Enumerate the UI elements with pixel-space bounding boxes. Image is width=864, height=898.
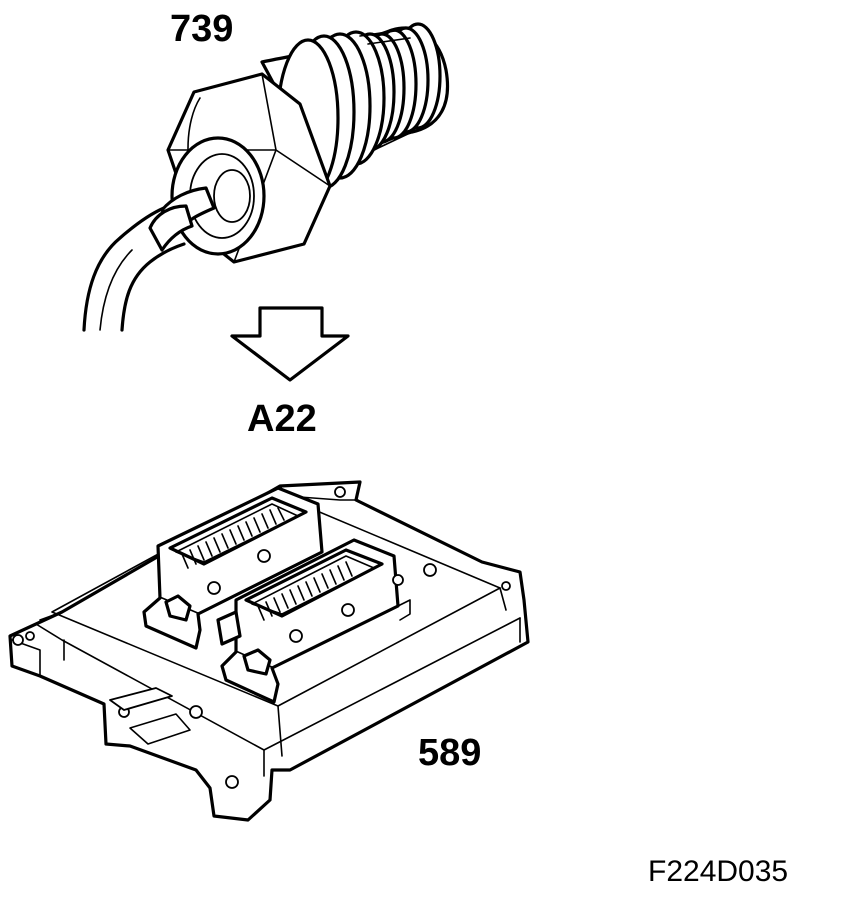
ecu-part-label: 589 [418,732,482,774]
sensor-face [148,136,266,256]
ecu-latch [216,610,242,646]
figure-id-label: F224D035 [648,855,789,888]
down-arrow-icon [230,306,350,382]
sensor-threaded-body [260,22,450,198]
ecu-connector-1 [142,486,324,650]
sensor-cable [82,206,186,332]
ecu-control-unit [8,480,530,822]
sensor-assembly [82,22,450,332]
ecu-connector-2 [220,538,411,704]
sensor-part-label: 739 [170,8,234,50]
arrow-ref-label: A22 [247,398,317,440]
